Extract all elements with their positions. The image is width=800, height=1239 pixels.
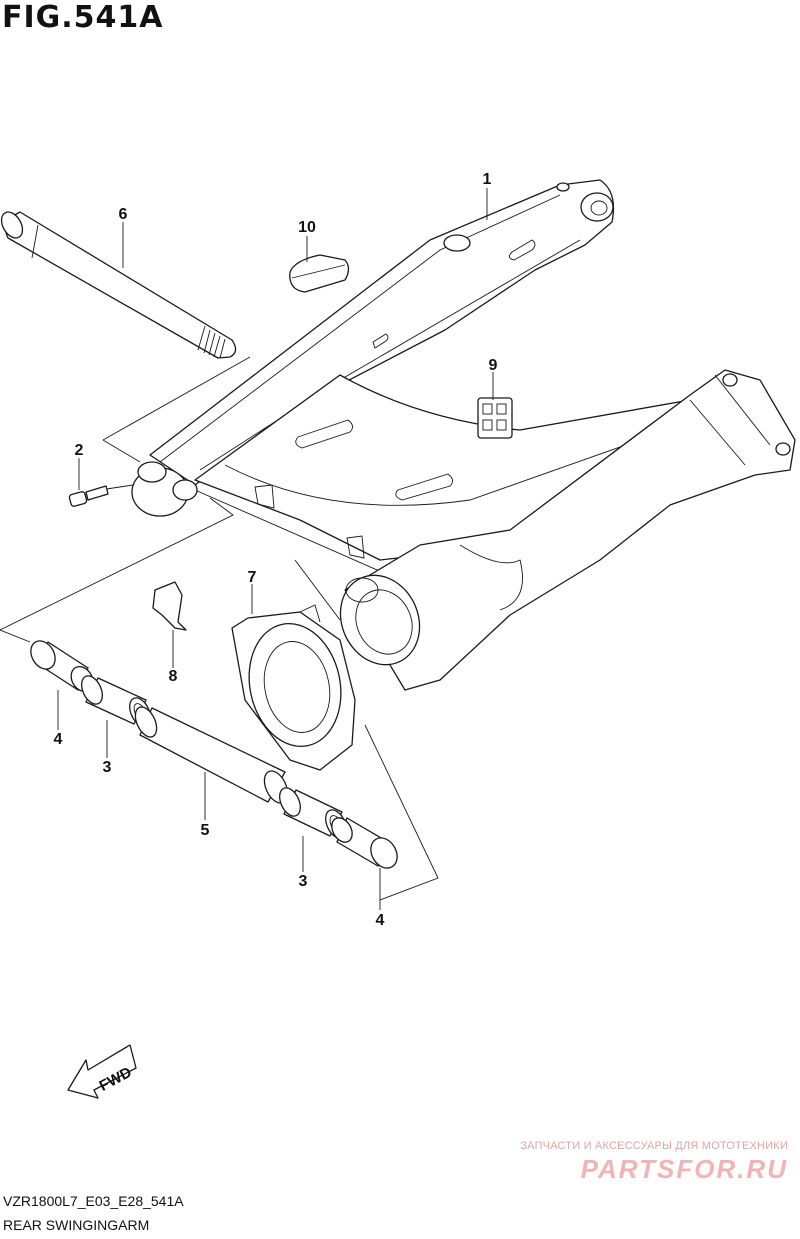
part-label-9: 9 (489, 357, 498, 374)
part-label-1: 1 (483, 171, 492, 188)
seal-part-7[interactable] (231, 604, 356, 771)
part-label-10: 10 (298, 219, 316, 236)
watermark: ЗАПЧАСТИ И АКСЕССУАРЫ ДЛЯ МОТОТЕХНИКИ PA… (488, 1140, 788, 1185)
assembly-reference-lines (0, 356, 439, 901)
part-label-5: 5 (201, 822, 210, 839)
clip-part-8[interactable] (152, 581, 187, 631)
part-number-labels: 1 2 3 3 4 4 5 6 7 8 9 10 (54, 171, 498, 929)
collar-part-4-left[interactable] (26, 637, 97, 696)
leader-lines (57, 188, 494, 910)
part-label-7: 7 (248, 569, 257, 586)
watermark-subtitle: ЗАПЧАСТИ И АКСЕССУАРЫ ДЛЯ МОТОТЕХНИКИ (520, 1140, 788, 1152)
swingarm-part-1[interactable] (131, 179, 796, 691)
part-label-4-right: 4 (376, 912, 385, 929)
spacer-part-5[interactable] (131, 704, 292, 807)
fwd-arrow-icon: FWD (67, 1044, 137, 1099)
part-label-4-left: 4 (54, 731, 63, 748)
part-label-8: 8 (169, 668, 178, 685)
part-label-2: 2 (75, 442, 84, 459)
model-code: VZR1800L7_E03_E28_541A (3, 1193, 184, 1209)
plug-part-10[interactable] (289, 254, 350, 293)
bolt-part-2[interactable] (68, 485, 109, 507)
part-label-3-right: 3 (299, 873, 308, 890)
cap-part-9[interactable] (477, 397, 513, 439)
figure-caption: REAR SWINGINGARM (3, 1217, 150, 1233)
figure-title: FIG.541A (2, 0, 164, 35)
part-label-6: 6 (119, 206, 128, 223)
pivot-shaft-part-6[interactable] (0, 208, 237, 359)
watermark-brand: PARTSFOR.RU (580, 1154, 788, 1184)
part-label-3-left: 3 (103, 759, 112, 776)
collar-part-4-right[interactable] (328, 814, 403, 873)
